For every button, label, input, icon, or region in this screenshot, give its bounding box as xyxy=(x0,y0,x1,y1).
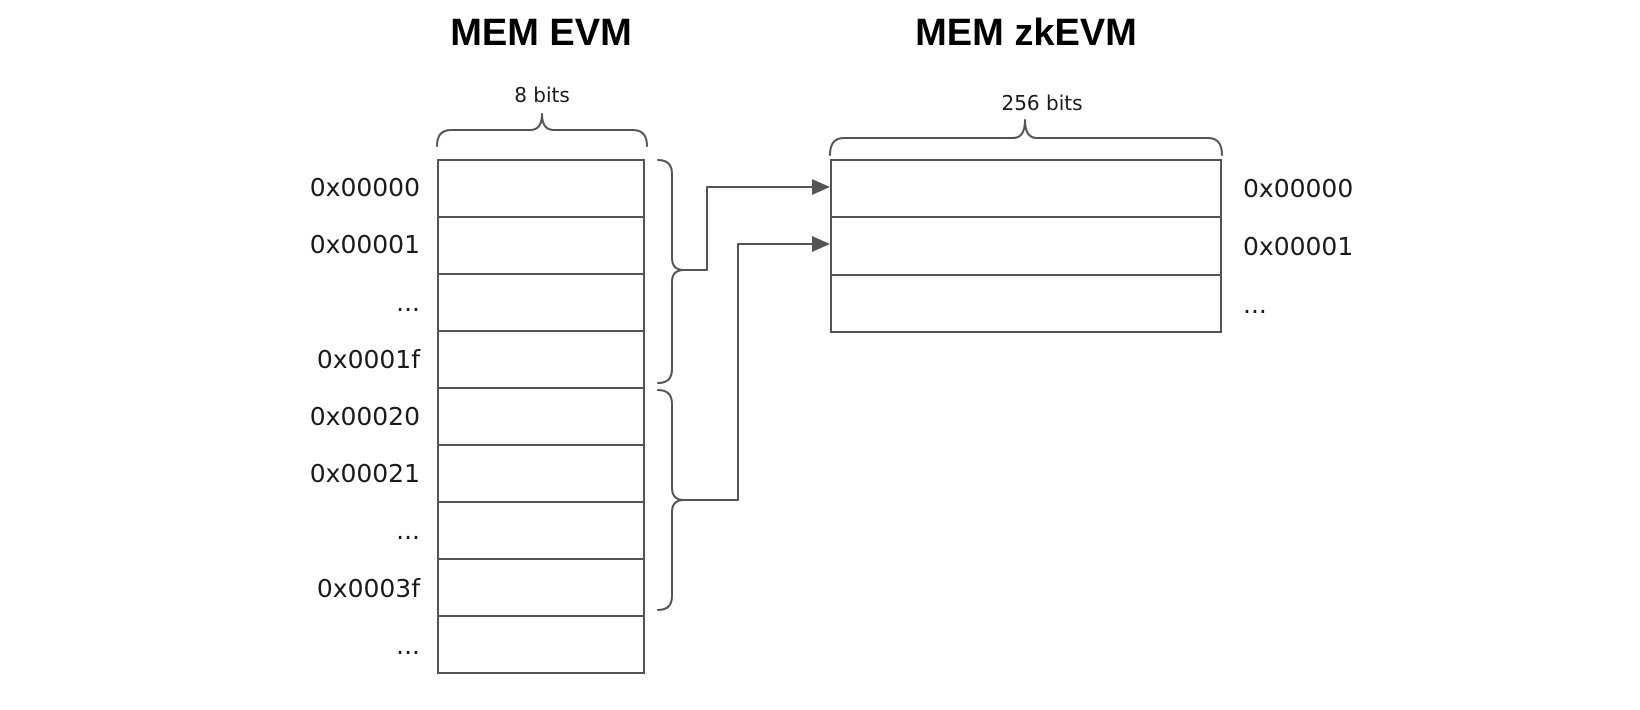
mapping-arrow-2-head xyxy=(812,236,830,252)
right-width-brace xyxy=(829,119,1223,156)
memory-cell xyxy=(832,161,1220,219)
mapping-arrow-1-line xyxy=(683,186,814,271)
left-table-title: MEM EVM xyxy=(450,12,632,54)
evm-memory-table xyxy=(437,159,645,674)
memory-cell xyxy=(439,446,643,503)
right-bit-width-label: 256 bits xyxy=(1001,91,1083,115)
memory-cell xyxy=(832,276,1220,331)
address-label-ellipsis: ... xyxy=(396,287,420,317)
address-label-ellipsis: ... xyxy=(396,630,420,660)
memory-cell xyxy=(439,332,643,389)
address-label: 0x00000 xyxy=(1243,173,1354,203)
address-label-ellipsis: ... xyxy=(1243,289,1267,319)
memory-cell xyxy=(439,560,643,617)
group-brace-rows-0-3 xyxy=(657,159,685,384)
address-label: 0x0001f xyxy=(316,344,420,374)
address-label: 0x00020 xyxy=(309,401,420,431)
left-width-brace xyxy=(436,113,648,147)
address-label: 0x00001 xyxy=(309,230,420,260)
left-bit-width-label: 8 bits xyxy=(514,83,570,107)
memory-cell xyxy=(439,617,643,672)
memory-cell xyxy=(439,503,643,560)
zkevm-memory-table xyxy=(830,159,1222,333)
memory-cell xyxy=(439,389,643,446)
group-brace-rows-4-7 xyxy=(657,389,685,611)
right-table-title: MEM zkEVM xyxy=(915,12,1137,54)
memory-cell xyxy=(439,275,643,332)
address-label: 0x00001 xyxy=(1243,231,1354,261)
mapping-arrow-2-line xyxy=(683,243,814,501)
address-label: 0x00021 xyxy=(309,459,420,489)
mapping-arrow-1-head xyxy=(812,179,830,195)
memory-cell xyxy=(439,218,643,275)
address-label: 0x0003f xyxy=(316,573,420,603)
address-label-ellipsis: ... xyxy=(396,516,420,546)
address-label: 0x00000 xyxy=(309,173,420,203)
left-address-label-column: 0x00000 0x00001 ... 0x0001f 0x00020 0x00… xyxy=(180,159,420,674)
memory-cell xyxy=(832,218,1220,276)
right-address-label-column: 0x00000 0x00001 ... xyxy=(1243,159,1463,333)
memory-cell xyxy=(439,161,643,218)
